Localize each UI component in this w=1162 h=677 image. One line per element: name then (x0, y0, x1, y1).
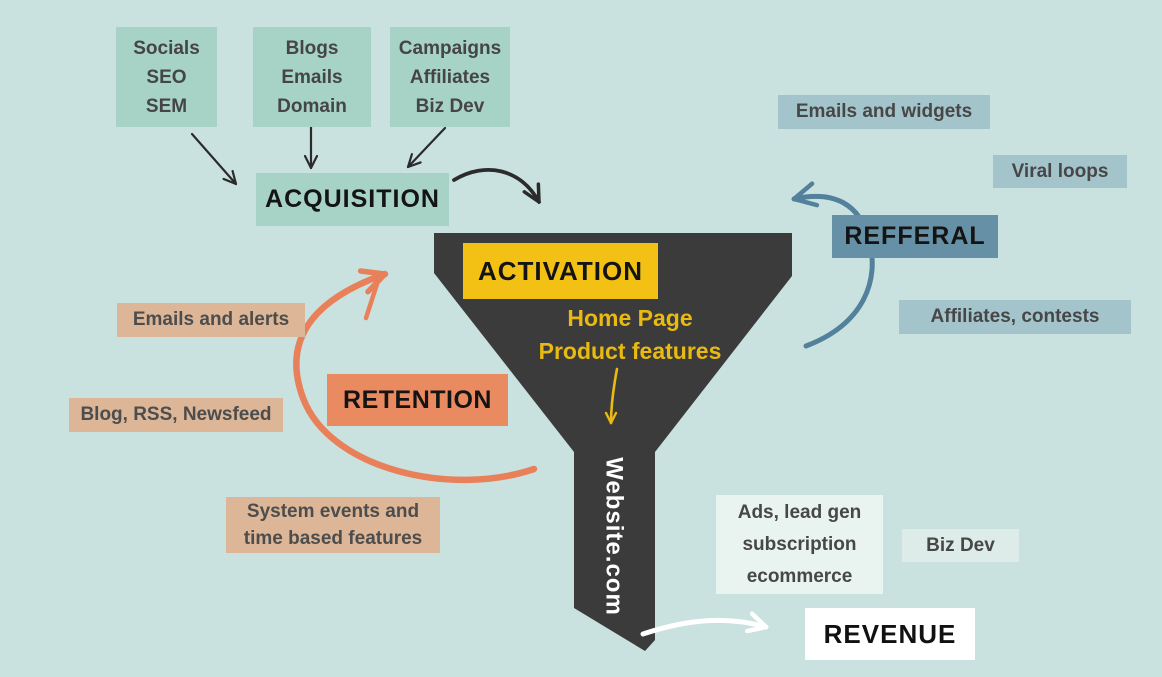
referral-stage-label: REFFERAL (832, 215, 998, 258)
revenue-tactic-ads-leadgen: Ads, lead gen subscription ecommerce (716, 495, 883, 594)
arrow-activation-to-website (604, 367, 619, 425)
acquisition-source-box-blogs: Blogs Emails Domain (253, 27, 371, 127)
arrow-acquisition-to-funnel (452, 167, 541, 204)
retention-tactic-emails-alerts: Emails and alerts (117, 303, 305, 337)
retention-loop-arrow (293, 268, 538, 484)
activation-stage-label: ACTIVATION (463, 243, 658, 299)
referral-tactic-emails-widgets: Emails and widgets (778, 95, 990, 129)
acquisition-source-box-socials: Socials SEO SEM (116, 27, 217, 127)
website-label: Website.com (600, 457, 628, 616)
acquisition-source-box-campaigns: Campaigns Affiliates Biz Dev (390, 27, 510, 127)
retention-stage-label: RETENTION (327, 374, 508, 426)
retention-tactic-blog-rss: Blog, RSS, Newsfeed (69, 398, 283, 432)
arrow-socials-to-acquisition (190, 132, 238, 186)
retention-tactic-system-events: System events and time based features (226, 497, 440, 553)
acquisition-stage-label: ACQUISITION (256, 173, 449, 226)
arrow-funnel-to-revenue (640, 611, 769, 637)
revenue-tactic-biz-dev: Biz Dev (902, 529, 1019, 562)
funnel-shape (434, 233, 792, 651)
arrow-campaigns-to-acquisition (406, 126, 447, 169)
revenue-stage-label: REVENUE (805, 608, 975, 660)
retention-arrowhead-barb (363, 281, 380, 321)
activation-notes: Home Page Product features (538, 305, 722, 364)
referral-tactic-viral-loops: Viral loops (993, 155, 1127, 188)
referral-tactic-affiliates-contests: Affiliates, contests (899, 300, 1131, 334)
